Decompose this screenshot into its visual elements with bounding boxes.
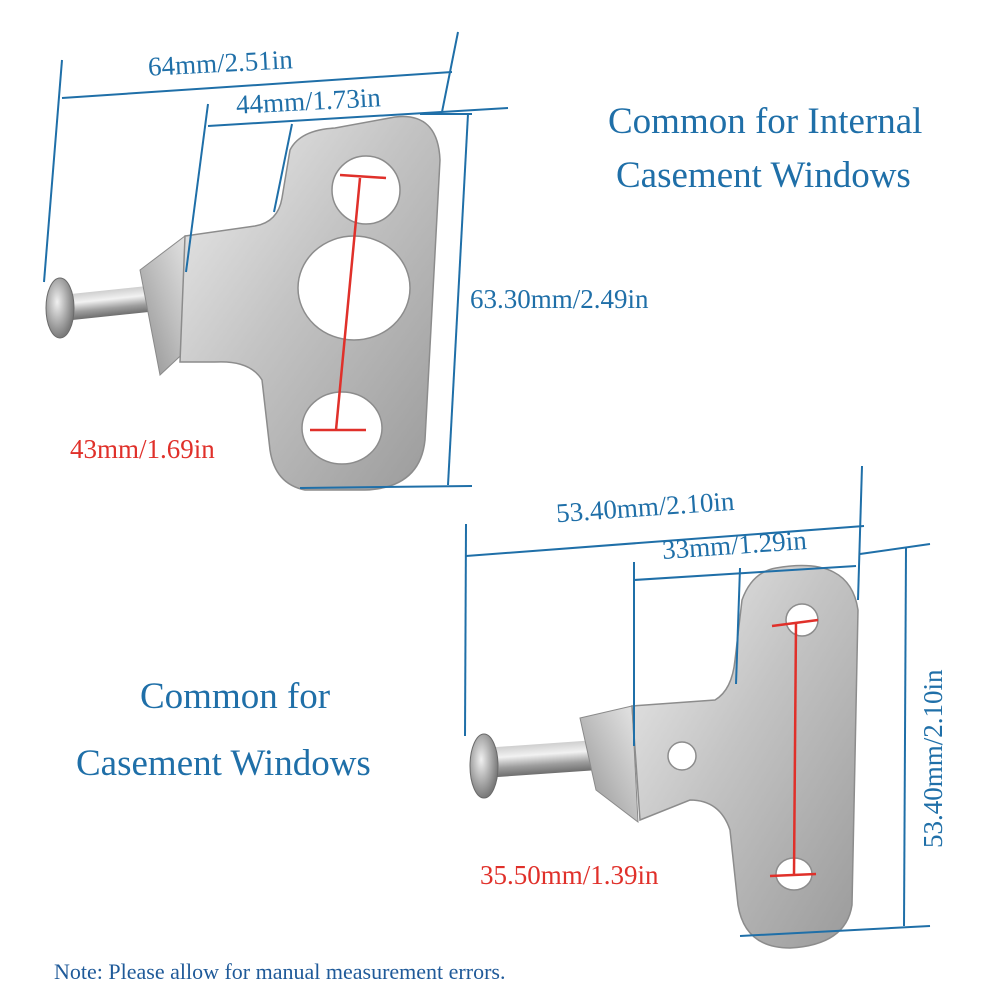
top-title-line2: Casement Windows bbox=[616, 155, 911, 196]
bottom-dimension-lines bbox=[464, 465, 931, 937]
bottom-hole-spacing-line bbox=[769, 618, 819, 878]
bottom-title-line1: Common for bbox=[140, 676, 331, 717]
bottom-pin-shaft bbox=[483, 740, 595, 778]
top-height-label: 63.30mm/2.49in bbox=[470, 284, 649, 314]
measurement-note: Note: Please allow for manual measuremen… bbox=[54, 959, 506, 984]
top-title-line1: Common for Internal bbox=[608, 101, 923, 142]
bottom-hole-spacing-label: 35.50mm/1.39in bbox=[480, 860, 659, 890]
top-dimension-lines bbox=[43, 31, 509, 489]
bottom-bracket bbox=[464, 465, 931, 949]
top-pin-shaft bbox=[64, 285, 158, 321]
top-bracket bbox=[43, 31, 509, 491]
bottom-title-line2: Casement Windows bbox=[76, 743, 371, 784]
top-hole-spacing-label: 43mm/1.69in bbox=[70, 434, 215, 464]
bottom-height-label: 53.40mm/2.10in bbox=[918, 669, 948, 848]
bottom-plate bbox=[631, 564, 859, 949]
bottom-flange bbox=[579, 705, 639, 824]
top-plate bbox=[179, 115, 441, 491]
bottom-pin-head bbox=[469, 733, 499, 799]
top-hole-spacing-line bbox=[310, 173, 387, 432]
top-pin-head bbox=[45, 277, 75, 339]
